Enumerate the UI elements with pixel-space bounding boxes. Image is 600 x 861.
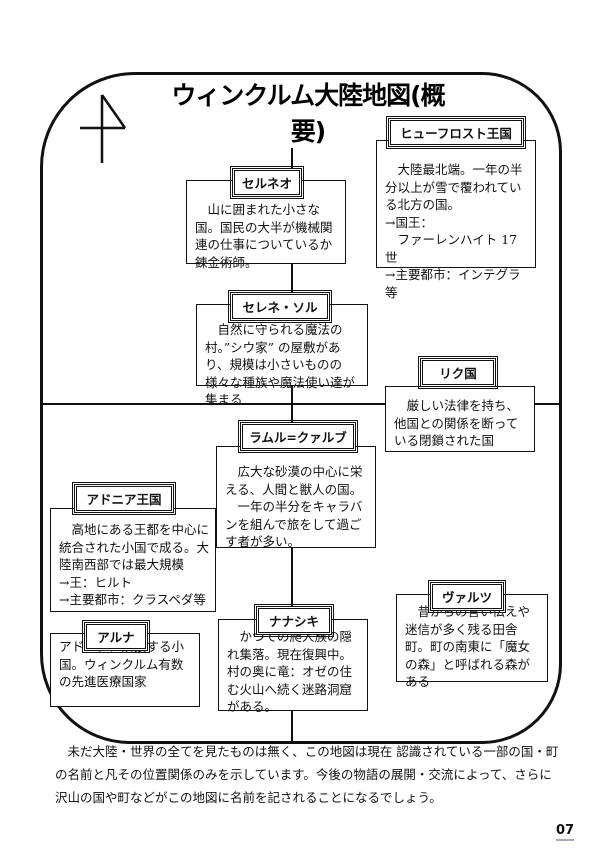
region-label-serneo: セルネオ: [230, 166, 304, 199]
region-card-riku: 厳しい法律を持ち、他国との関係を断っている閉鎖された国: [385, 386, 535, 452]
region-description: 大陸最北端。一年の半分以上が雪で覆われている北方の国。: [385, 162, 523, 212]
footer-text: 未だ大陸・世界の全てを見たものは無く、この地図は現在 認識されている一部の国・町…: [55, 744, 559, 805]
region-detail: ファーレンハイト 17 世: [385, 232, 522, 265]
region-card-serneo: 山に囲まれた小さな国。国民の大半が機械関連の仕事についているか錬金術師。: [186, 180, 346, 270]
region-card-adonia: 高地にある王都を中心に統合された小国で成る。大陸南西部では最大規模 →王：ヒルト…: [50, 508, 216, 612]
map-frame: [40, 72, 562, 744]
footer-note: 未だ大陸・世界の全てを見たものは無く、この地図は現在 認識されている一部の国・町…: [55, 740, 560, 809]
region-label-ramuru-kuarubu: ラムル=クァルブ: [238, 420, 358, 453]
region-label-varutsu: ヴァルツ: [428, 580, 506, 613]
north-arrow-icon: [80, 94, 127, 163]
region-description: 厳しい法律を持ち、他国との関係を断っている閉鎖された国: [394, 398, 520, 448]
region-label-serene-soru: セレネ・ソル: [228, 290, 332, 323]
region-detail: →主要都市：クラスペダ等: [59, 592, 206, 607]
connector-line-horizontal: [40, 403, 562, 405]
region-label-riku: リク国: [418, 356, 498, 389]
region-card-serene-soru: 自然に守られる魔法の村。”シウ家” の屋敷があり、規模は小さいものの様々な種族や…: [196, 304, 368, 407]
region-description: かつての爬人族の隠れ集落。現在復興中。村の奥に竜：オゼの住む火山へ続く迷路洞窟が…: [227, 629, 353, 714]
region-label-nanashiki: ナナシキ: [254, 604, 334, 637]
page-title: ウィンクルム大陸地図(概要): [158, 76, 458, 148]
page-number: 07: [556, 823, 575, 841]
region-label-adonia: アドニア王国: [72, 482, 176, 515]
region-card-nanashiki: かつての爬人族の隠れ集落。現在復興中。村の奥に竜：オゼの住む火山へ続く迷路洞窟が…: [218, 619, 368, 714]
region-card-ramuru-kuarubu: 広大な砂漠の中心に栄える、人間と獣人の国。 一年の半分をキャラバンを組んで旅をし…: [216, 446, 376, 549]
region-description: 一年の半分をキャラバンを組んで旅をして過ごす者が多い。: [225, 499, 363, 549]
region-detail: →国王：: [385, 214, 433, 230]
region-description: 山に囲まれた小さな国。国民の大半が機械関連の仕事についているか錬金術師。: [195, 202, 333, 270]
region-description: 自然に守られる魔法の村。”シウ家” の屋敷があり、規模は小さいものの様々な種族や…: [205, 322, 356, 407]
region-label-hyuufurosuto: ヒューフロスト王国: [386, 116, 526, 149]
region-card-varutsu: 昔からの言い伝えや迷信が多く残る田舎町。町の南東に「魔女の森」と呼ばれる森がある: [396, 594, 548, 689]
region-description: 広大な砂漠の中心に栄える、人間と獣人の国。: [225, 464, 363, 497]
region-description: 昔からの言い伝えや迷信が多く残る田舎町。町の南東に「魔女の森」と呼ばれる森がある: [405, 604, 531, 689]
region-description: 高地にある王都を中心に統合された小国で成る。大陸南西部では最大規模: [59, 522, 210, 572]
region-label-aruna: アルナ: [82, 620, 150, 653]
region-detail: →主要都市：インテグラ等: [385, 267, 521, 300]
region-detail: →王：ヒルト: [59, 574, 132, 590]
region-card-hyuufurosuto: 大陸最北端。一年の半分以上が雪で覆われている北方の国。 →国王： ファーレンハイ…: [376, 140, 536, 300]
